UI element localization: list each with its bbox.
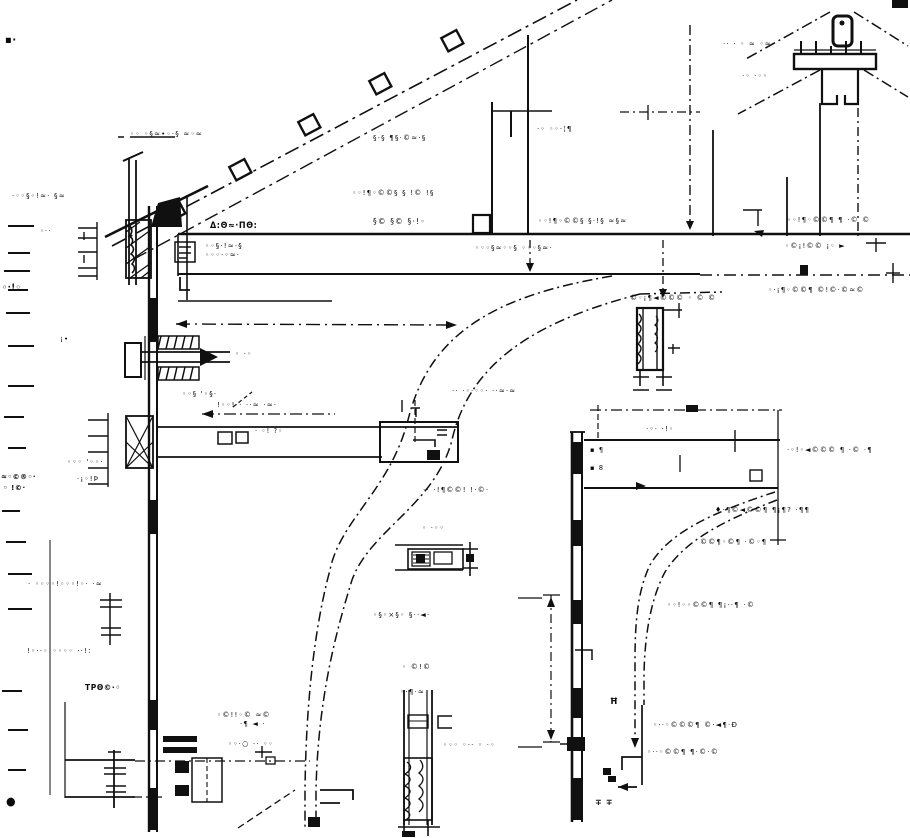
tie-bolt-detail (124, 335, 253, 408)
bottom-left-beam-detail (64, 593, 310, 808)
main-beam-lines (175, 195, 910, 329)
post-bolt-marks (100, 593, 122, 645)
ridge-finial-detail (737, 0, 909, 237)
beam-strut-section (633, 303, 682, 391)
right-detail-beams (584, 405, 786, 545)
post-tenon-marks (174, 241, 196, 291)
right-detail-post (518, 431, 593, 822)
lower-strut-section (398, 690, 452, 837)
nuki-beam-detail (88, 400, 459, 487)
eave-curve-lines (237, 275, 723, 829)
top-center-dimension-lines (471, 25, 714, 298)
right-detail-curves (603, 491, 778, 791)
post-hatched-block-upper (125, 219, 152, 279)
sleeper-detail (395, 542, 478, 576)
upper-dimension-stack (78, 136, 175, 280)
roof-batten-sections (161, 28, 465, 224)
left-post (49, 151, 182, 832)
